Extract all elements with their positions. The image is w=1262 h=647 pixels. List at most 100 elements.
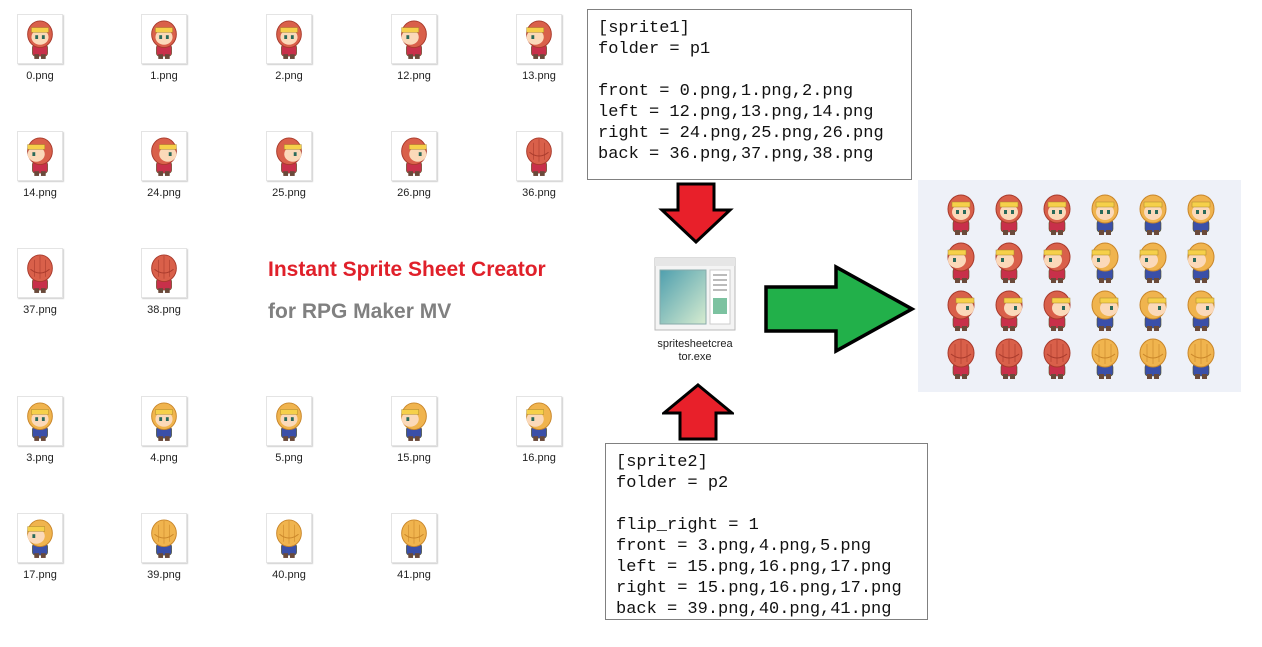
sheet-sprite-icon	[938, 238, 984, 286]
exe-filename-line2: tor.exe	[678, 351, 712, 363]
sheet-sprite-icon	[1034, 286, 1080, 334]
sheet-sprite-icon	[938, 334, 984, 382]
sheet-sprite-icon	[1082, 334, 1128, 382]
exe-filename-line1: spritesheetcrea	[657, 338, 733, 350]
file-name: 13.png	[522, 70, 556, 82]
file-item[interactable]: 13.png	[499, 14, 579, 82]
file-name: 25.png	[272, 187, 306, 199]
sheet-sprite-icon	[938, 286, 984, 334]
app-subtitle: for RPG Maker MV	[268, 300, 452, 323]
file-name: 26.png	[397, 187, 431, 199]
config-line: [sprite2]	[616, 453, 708, 472]
app-title: Instant Sprite Sheet Creator	[268, 258, 546, 281]
sheet-sprite-icon	[1130, 190, 1176, 238]
sprite-thumbnail-icon	[266, 14, 312, 64]
file-item[interactable]: 25.png	[249, 131, 329, 199]
file-item[interactable]: 37.png	[0, 248, 80, 316]
file-item[interactable]: 26.png	[374, 131, 454, 199]
sprite-thumbnail-icon	[141, 248, 187, 298]
file-item[interactable]: 17.png	[0, 513, 80, 581]
sprite-thumbnail-icon	[391, 131, 437, 181]
config-line: right = 15.png,16.png,17.png	[616, 579, 902, 598]
sheet-sprite-icon	[1082, 190, 1128, 238]
file-name: 38.png	[147, 304, 181, 316]
config-line: front = 3.png,4.png,5.png	[616, 537, 872, 556]
sheet-sprite-icon	[1034, 238, 1080, 286]
file-item[interactable]: 38.png	[124, 248, 204, 316]
file-item[interactable]: 36.png	[499, 131, 579, 199]
file-item[interactable]: 2.png	[249, 14, 329, 82]
sheet-sprite-icon	[1178, 286, 1224, 334]
sheet-sprite-icon	[938, 190, 984, 238]
file-item[interactable]: 39.png	[124, 513, 204, 581]
config-line: front = 0.png,1.png,2.png	[598, 82, 854, 101]
sprite-thumbnail-icon	[516, 14, 562, 64]
sheet-sprite-icon	[1082, 286, 1128, 334]
sprite1-config-text[interactable]: [sprite1] folder = p1 front = 0.png,1.png,…	[587, 9, 912, 180]
file-name: 1.png	[150, 70, 178, 82]
sprite-thumbnail-icon	[516, 396, 562, 446]
file-item[interactable]: 5.png	[249, 396, 329, 464]
application-window-icon	[649, 254, 741, 334]
config-line	[598, 60, 901, 81]
config-line: right = 24.png,25.png,26.png	[598, 124, 884, 143]
file-name: 0.png	[26, 70, 54, 82]
file-item[interactable]: 24.png	[124, 131, 204, 199]
sprite-thumbnail-icon	[17, 131, 63, 181]
sprite-thumbnail-icon	[17, 14, 63, 64]
file-name: 12.png	[397, 70, 431, 82]
sheet-sprite-icon	[1130, 334, 1176, 382]
sheet-sprite-icon	[1130, 238, 1176, 286]
file-name: 39.png	[147, 569, 181, 581]
file-name: 36.png	[522, 187, 556, 199]
sprite-thumbnail-icon	[141, 396, 187, 446]
sheet-sprite-icon	[986, 238, 1032, 286]
sprite-thumbnail-icon	[391, 513, 437, 563]
sheet-sprite-icon	[986, 334, 1032, 382]
sprite-thumbnail-icon	[266, 131, 312, 181]
file-item[interactable]: 4.png	[124, 396, 204, 464]
file-name: 24.png	[147, 187, 181, 199]
file-name: 17.png	[23, 569, 57, 581]
sprite-thumbnail-icon	[141, 131, 187, 181]
file-name: 41.png	[397, 569, 431, 581]
file-item[interactable]: 12.png	[374, 14, 454, 82]
sprite-thumbnail-icon	[266, 513, 312, 563]
sheet-sprite-icon	[1082, 238, 1128, 286]
file-name: 4.png	[150, 452, 178, 464]
file-name: 5.png	[275, 452, 303, 464]
config-line: left = 12.png,13.png,14.png	[598, 103, 874, 122]
sprite-thumbnail-icon	[266, 396, 312, 446]
config-line: left = 15.png,16.png,17.png	[616, 558, 892, 577]
file-item[interactable]: 16.png	[499, 396, 579, 464]
arrow-down-icon	[658, 182, 734, 244]
sprite-thumbnail-icon	[391, 14, 437, 64]
sheet-sprite-icon	[1034, 190, 1080, 238]
exe-file[interactable]: spritesheetcrea tor.exe	[641, 254, 749, 364]
file-name: 16.png	[522, 452, 556, 464]
sprite-thumbnail-icon	[17, 513, 63, 563]
file-item[interactable]: 15.png	[374, 396, 454, 464]
file-name: 3.png	[26, 452, 54, 464]
sprite-thumbnail-icon	[391, 396, 437, 446]
sprite-thumbnail-icon	[17, 248, 63, 298]
config-line: back = 39.png,40.png,41.png	[616, 600, 892, 619]
file-item[interactable]: 14.png	[0, 131, 80, 199]
sheet-sprite-icon	[1178, 334, 1224, 382]
config-line: back = 36.png,37.png,38.png	[598, 145, 874, 164]
file-item[interactable]: 40.png	[249, 513, 329, 581]
sprite-thumbnail-icon	[141, 14, 187, 64]
file-name: 40.png	[272, 569, 306, 581]
sheet-sprite-icon	[986, 286, 1032, 334]
file-item[interactable]: 41.png	[374, 513, 454, 581]
sheet-sprite-icon	[1178, 238, 1224, 286]
file-name: 14.png	[23, 187, 57, 199]
config-line: folder = p1	[598, 40, 711, 59]
file-item[interactable]: 0.png	[0, 14, 80, 82]
file-name: 37.png	[23, 304, 57, 316]
arrow-up-icon	[662, 383, 734, 441]
config-line: [sprite1]	[598, 19, 690, 38]
file-item[interactable]: 3.png	[0, 396, 80, 464]
file-item[interactable]: 1.png	[124, 14, 204, 82]
